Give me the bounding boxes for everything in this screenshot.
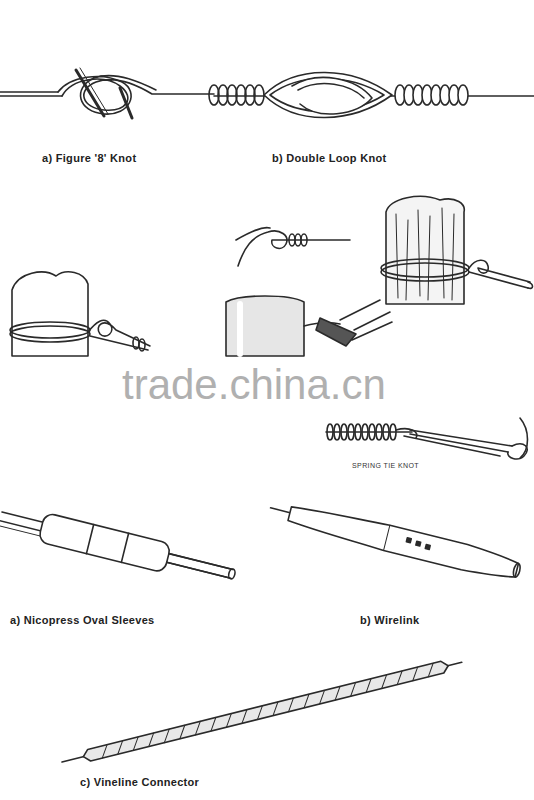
figure-caption: a) Figure '8' Knot (42, 152, 136, 165)
fence-post (10, 272, 150, 356)
figure-caption: c) Vineline Connector (80, 776, 199, 789)
vineline-connector (61, 657, 464, 768)
wire-twist-sketch (236, 228, 350, 266)
figure-caption: b) Double Loop Knot (272, 152, 386, 165)
wirelink-connector (267, 496, 523, 583)
spring-tie-knot (326, 418, 528, 459)
post-and-crimper (226, 296, 392, 356)
double-loop-knot (209, 72, 534, 117)
nicopress-sleeves (0, 502, 238, 589)
watermark: trade.china.cn (122, 360, 386, 410)
figure-caption: a) Nicopress Oval Sleeves (10, 614, 154, 627)
figure-caption: SPRING TIE KNOT (352, 462, 419, 470)
figure-caption: b) Wirelink (360, 614, 419, 627)
figure-eight-knot (0, 68, 214, 118)
tree-post (381, 196, 533, 304)
